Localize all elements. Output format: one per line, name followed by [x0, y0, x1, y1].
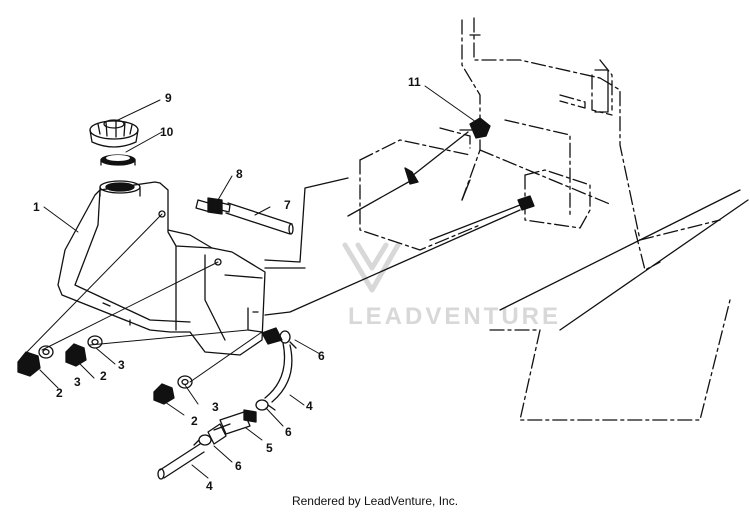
shutoff-valve [404, 117, 491, 185]
fuel-tank [57, 181, 266, 356]
hose-lower [157, 443, 205, 480]
frame-outline [359, 17, 731, 421]
watermark: LEADVENTURE [342, 242, 561, 330]
callout-3c: 3 [212, 400, 219, 414]
callout-9: 9 [165, 91, 172, 105]
frame-lines [461, 34, 749, 331]
leader-lines [23, 85, 477, 479]
callout-labels: 9 10 1 8 7 11 2 3 2 3 2 3 6 4 6 5 6 4 [33, 75, 421, 493]
callout-5: 5 [266, 441, 273, 455]
callout-2b: 2 [100, 369, 107, 383]
callout-10: 10 [160, 125, 174, 139]
callout-2a: 2 [56, 386, 63, 400]
callout-7: 7 [284, 198, 291, 212]
footer-credit: Rendered by LeadVenture, Inc. [291, 494, 459, 508]
hose-upper [264, 342, 293, 403]
clamp-middle [255, 399, 276, 411]
filler-seal [100, 154, 136, 166]
clamp-lower [193, 434, 212, 446]
callout-3b: 3 [118, 358, 125, 372]
fuel-line-routing [264, 177, 521, 316]
callout-2c: 2 [191, 414, 198, 428]
callout-6b: 6 [285, 425, 292, 439]
filler-neck [99, 180, 141, 197]
callout-11: 11 [408, 75, 421, 89]
callout-3a: 3 [74, 375, 81, 389]
fuel-cap [89, 119, 139, 148]
callout-6c: 6 [235, 459, 242, 473]
callout-8: 8 [236, 167, 243, 181]
callout-4b: 4 [206, 479, 213, 493]
washers [38, 335, 193, 389]
watermark-text: LEADVENTURE [348, 303, 561, 330]
outlet-fitting [261, 327, 297, 349]
callout-1: 1 [33, 200, 40, 214]
fuel-filter [207, 409, 257, 445]
frame-fitting [429, 195, 535, 241]
callout-4a: 4 [306, 399, 313, 413]
fuel-line-7 [225, 202, 294, 235]
nuts [17, 343, 175, 405]
fuel-fitting [195, 197, 231, 215]
callout-6a: 6 [318, 349, 325, 363]
